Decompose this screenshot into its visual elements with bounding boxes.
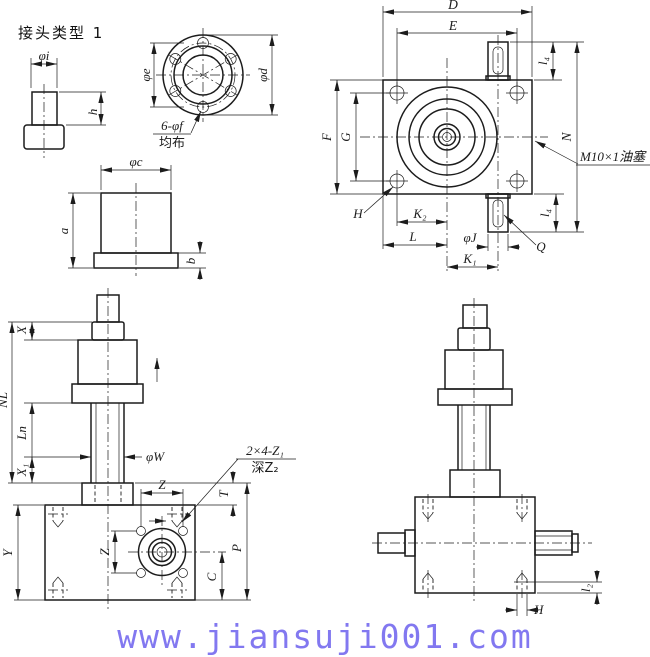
jack-side-view: l₂ H [372, 298, 602, 617]
dim-label-phi-i: φi [39, 48, 50, 63]
dim-label-T: T [216, 490, 231, 498]
dim-label-Ln: Ln [14, 426, 29, 441]
dim-label-H-side-view: H [533, 602, 544, 617]
dim-label-phi-d: φd [255, 68, 270, 82]
dim-label-NL: NL [0, 392, 10, 409]
dim-label-Z-left: Z [97, 548, 112, 556]
tapped-hole-note-line2: 深Z₂ [251, 461, 278, 476]
dim-label-l4-bottom: l₄ [537, 208, 552, 217]
dim-label-l4-top: l₄ [535, 56, 550, 65]
dim-label-Q: Q [536, 239, 546, 254]
bolt-hole-note-line2: 均布 [159, 136, 185, 151]
dim-label-h: h [85, 109, 100, 116]
dim-label-F: F [319, 132, 334, 142]
housing-top-view: D E l₄ N l₄ M10×1油塞 F G H [319, 0, 650, 271]
dim-label-l2: l₂ [578, 583, 593, 592]
hidden-tapped-holes-front [48, 507, 187, 598]
dim-label-b: b [183, 257, 198, 264]
dim-label-Z-top: Z [158, 477, 166, 492]
dim-label-L: L [408, 229, 416, 244]
flange-face-view: φe φd 6-φf 均布 [138, 28, 278, 151]
dim-label-phi-W: φW [146, 449, 165, 464]
dim-label-X: X [14, 325, 29, 335]
joint-side-view: φi h [23, 48, 106, 158]
dim-label-C: C [204, 572, 219, 581]
dim-label-phi-J: φJ [464, 230, 478, 245]
cylinder-side-view: φc a b [56, 154, 206, 280]
dim-label-Y: Y [0, 548, 15, 557]
tapped-hole-note-line1: 2×4-Z₁ [246, 443, 284, 458]
dim-label-a: a [56, 227, 71, 234]
dim-label-N: N [559, 132, 574, 143]
dim-label-phi-c: φc [130, 154, 143, 169]
hidden-tapped-holes-side [422, 494, 528, 600]
dim-label-K2: K₂ [412, 206, 427, 221]
oil-plug-note: M10×1油塞 [579, 149, 647, 164]
dim-label-D: D [447, 0, 458, 12]
dim-label-phi-e: φe [138, 68, 153, 81]
bolt-hole-note-line1: 6-φf [161, 118, 185, 133]
dim-label-K1: K₁ [462, 251, 476, 266]
dim-label-G: G [338, 132, 353, 142]
watermark-url: www.jiansuji001.com [117, 617, 533, 656]
dim-label-X1: X₁ [14, 464, 29, 477]
dim-label-E: E [448, 18, 458, 33]
dim-label-P: P [229, 544, 244, 553]
jack-front-view: NL X Ln X₁ Y φW Z Z 2×4-Z₁ 深Z₂ T [0, 288, 296, 612]
dim-label-H-top-view: H [352, 206, 363, 221]
drawing-title: 接头类型 1 [18, 24, 104, 42]
